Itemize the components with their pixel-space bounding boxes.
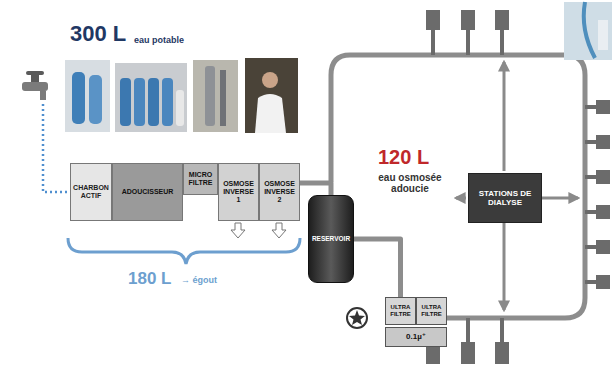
tank: RESERVOIR — [308, 195, 354, 283]
process-box: ADOUCISSEUR — [112, 163, 183, 221]
box-text: OSMOSE INVERSE 2 — [262, 180, 297, 204]
photo-carbon — [65, 60, 110, 132]
box-text: CHARBON ACTIF — [73, 184, 109, 200]
volume-label: 300 L — [70, 22, 126, 46]
tap-icon — [22, 71, 48, 100]
box-text: MICRO FILTRE — [186, 171, 215, 187]
filter-box: ULTRA FILTRE — [385, 297, 416, 325]
box-text: 0.1µ⁺ — [406, 332, 426, 341]
filter-box: ULTRA FILTRE — [416, 297, 447, 325]
box-text: STATIONS DE DIALYSE — [471, 189, 539, 207]
volume-label: 180 L — [128, 270, 171, 289]
water-label: eau potable — [134, 36, 184, 46]
process-box: OSMOSE INVERSE 1 — [218, 163, 259, 221]
process-box: MICRO FILTRE — [183, 163, 218, 195]
box-text: RESERVOIR — [312, 235, 350, 242]
waste-bracket — [68, 238, 300, 264]
water-label: eau osmosée adoucie — [368, 172, 452, 194]
distribution-arrows — [456, 62, 578, 310]
pump-star — [349, 310, 365, 325]
filter-rating: 0.1µ⁺ — [385, 327, 447, 347]
photo-softener — [115, 63, 187, 132]
loop-pipe — [331, 55, 585, 318]
pipe-connector — [300, 183, 331, 195]
dialysis-posts-top — [426, 10, 509, 55]
process-box: CHARBON ACTIF — [70, 163, 112, 221]
station-box: STATIONS DE DIALYSE — [468, 173, 542, 223]
volume-label: 120 L — [378, 146, 429, 168]
dialysis-posts-right — [585, 100, 610, 289]
process-box: OSMOSE INVERSE 2 — [259, 163, 300, 221]
pipe-connector — [354, 239, 401, 297]
pump-symbol — [347, 308, 367, 328]
box-text: OSMOSE INVERSE 1 — [221, 180, 256, 204]
box-text: ADOUCISSEUR — [122, 188, 174, 196]
box-text: ULTRA FILTRE — [388, 304, 413, 318]
water-inlet — [43, 104, 70, 192]
photo-technician — [245, 58, 298, 133]
drain-arrows — [231, 223, 286, 238]
photo-dialysis — [564, 2, 612, 60]
box-text: ULTRA FILTRE — [419, 304, 444, 318]
photo-filter — [193, 60, 238, 132]
drain-label: → égout — [181, 276, 217, 286]
